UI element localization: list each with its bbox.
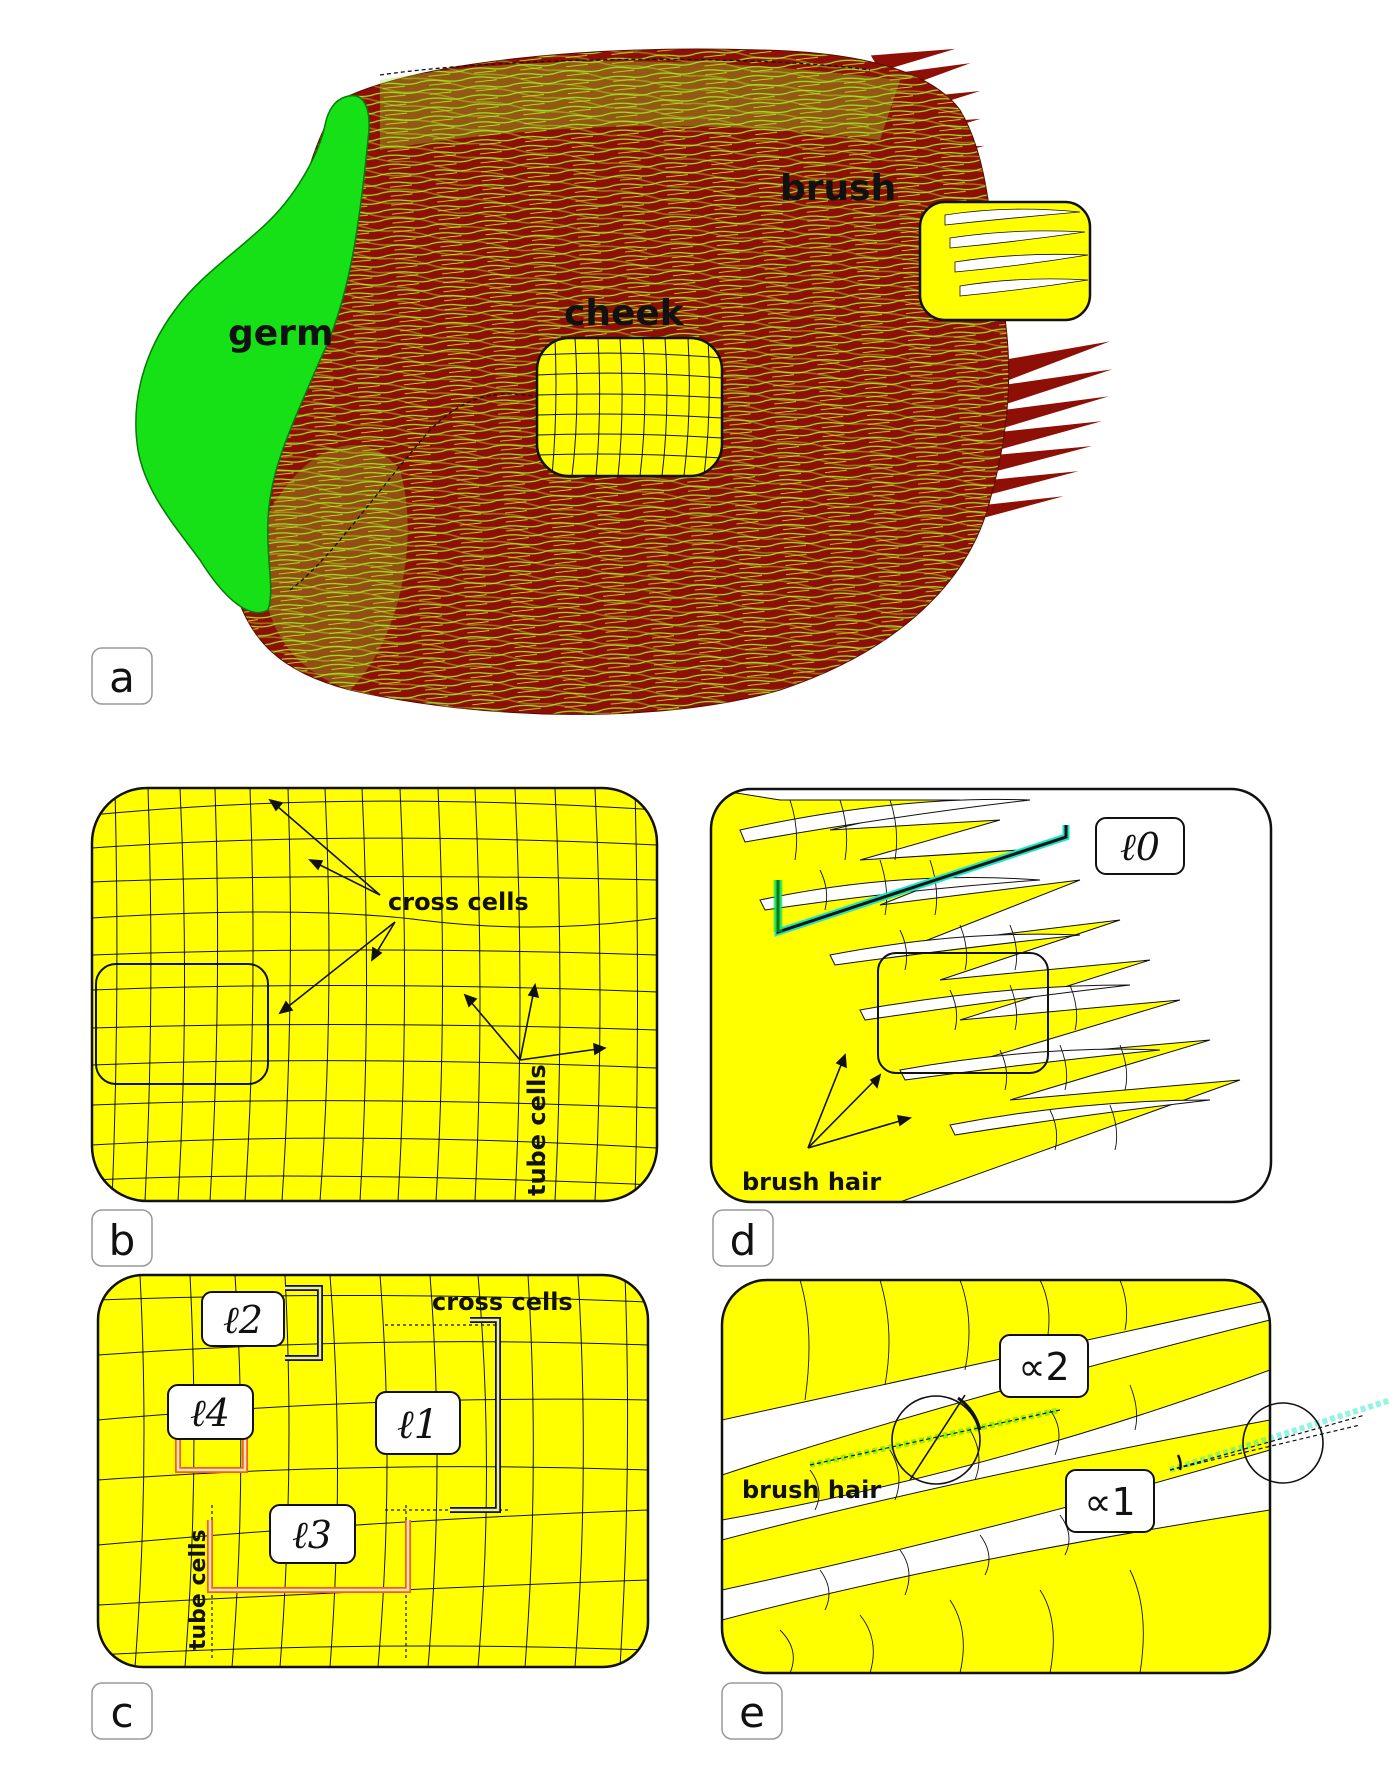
panel-letter-d: d	[730, 1216, 757, 1265]
l1-measure	[385, 1317, 510, 1513]
alpha1-label-box	[1065, 1469, 1155, 1533]
brush-hair-label-e: brush hair	[742, 1476, 881, 1504]
germ-label: germ	[228, 313, 333, 354]
l1-label: ℓ1	[397, 1402, 439, 1448]
germ-region	[135, 94, 370, 614]
panel-letter-box-a	[91, 647, 153, 705]
tube-cells-label-b: tube cells	[523, 1064, 551, 1196]
panel-letter-c: c	[110, 1688, 133, 1737]
alpha2-label-box	[999, 1334, 1089, 1398]
l4-measure	[175, 1425, 248, 1473]
panel-letter-box-e	[721, 1682, 783, 1740]
brush-hair-strands-d	[711, 789, 1241, 1202]
panel-letter-a: a	[109, 653, 135, 702]
l1-label-box	[375, 1391, 461, 1455]
l3-measure	[207, 1505, 411, 1660]
panel-c-cell-measurements: ℓ2 ℓ4 ℓ1 ℓ3 cross cells tube cells c	[91, 1273, 650, 1740]
cross-cells-label-b: cross cells	[388, 888, 529, 916]
l3-label: ℓ3	[292, 1513, 332, 1557]
cheek-label: cheek	[564, 293, 685, 334]
tube-cells-label-c: tube cells	[186, 1529, 211, 1650]
panel-letter-e: e	[739, 1688, 765, 1737]
panel-letter-b: b	[109, 1216, 136, 1265]
panel-e-angle-measurements: ∝2 ∝1 brush hair e	[720, 1278, 1391, 1740]
tube-cells-arrows	[463, 982, 607, 1061]
cell-grid-b	[92, 788, 657, 1201]
cross-cells-label-c: cross cells	[432, 1288, 573, 1316]
cross-cells-arrows	[268, 798, 396, 1015]
panel-letter-box-b	[91, 1209, 153, 1267]
brush-hair-arrows-d	[807, 1053, 913, 1149]
l3-label-box	[269, 1504, 356, 1564]
brush-label: brush	[780, 168, 896, 209]
panel-a-grain-overview: germ cheek brush a	[91, 47, 1119, 715]
alpha1-measure	[1169, 1397, 1391, 1484]
brush-hair-label-d: brush hair	[742, 1168, 881, 1196]
l2-label: ℓ2	[223, 1298, 263, 1342]
l2-label-box	[201, 1291, 285, 1347]
l4-label: ℓ4	[190, 1391, 230, 1435]
l0-label-box	[1095, 817, 1185, 875]
l2-measure	[285, 1285, 323, 1361]
panel-letter-box-d	[712, 1209, 774, 1267]
alpha2-label: ∝2	[1018, 1345, 1069, 1389]
panel-d-brush-hair: ℓ0 brush hair d	[709, 787, 1273, 1267]
brush-hair-strands-e	[722, 1280, 1270, 1673]
l0-measure	[773, 825, 1070, 937]
alpha2-measure	[809, 1394, 1061, 1485]
alpha1-label: ∝1	[1084, 1480, 1135, 1524]
panel-b-cheek-cells: cross cells tube cells b	[90, 786, 659, 1267]
detail-box-d	[877, 952, 1049, 1074]
brush-inset	[918, 200, 1092, 322]
panel-letter-box-c	[91, 1682, 153, 1740]
l0-label: ℓ0	[1120, 825, 1160, 869]
l4-label-box	[167, 1384, 254, 1440]
cheek-inset	[535, 336, 724, 478]
detail-box-b	[95, 963, 269, 1085]
